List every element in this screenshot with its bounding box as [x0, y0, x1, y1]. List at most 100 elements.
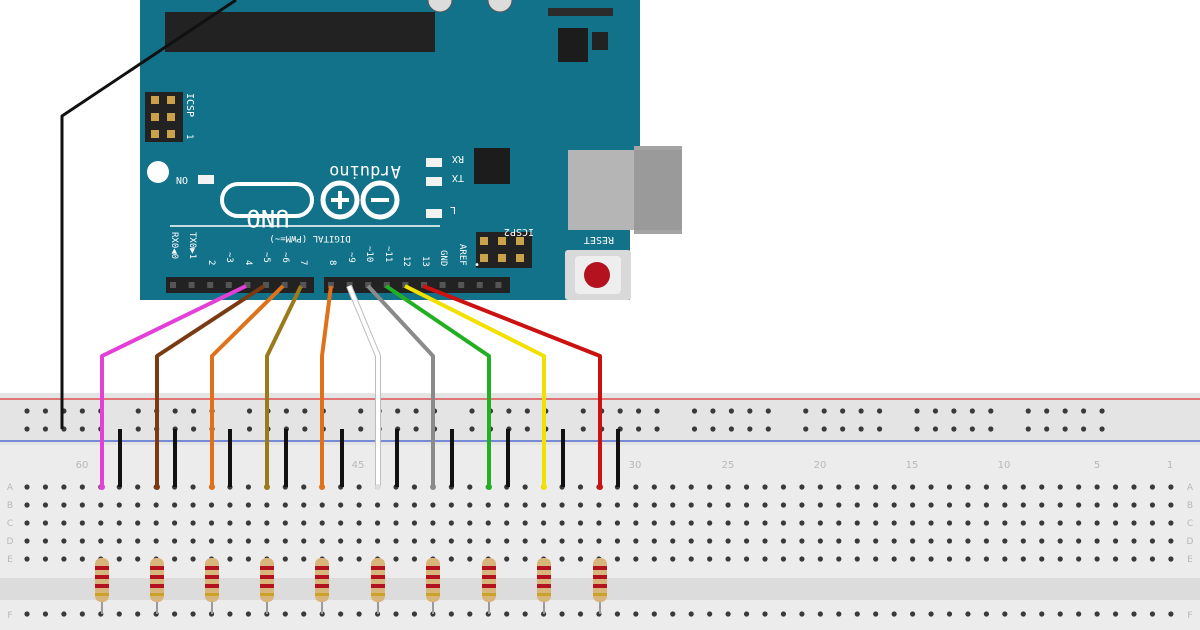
breadboard-hole — [670, 611, 676, 617]
breadboard-hole — [1020, 484, 1026, 490]
breadboard-hole — [873, 538, 879, 544]
breadboard-hole — [338, 502, 344, 508]
power-rail-hole — [358, 426, 364, 432]
breadboard-hole — [301, 502, 307, 508]
breadboard-hole — [98, 520, 104, 526]
breadboard-hole — [670, 520, 676, 526]
breadboard-hole — [504, 520, 510, 526]
breadboard-hole — [504, 502, 510, 508]
breadboard-hole — [1149, 502, 1156, 508]
breadboard-hole — [227, 538, 233, 544]
resistor-band — [315, 593, 329, 596]
status-leds: RX TX L — [426, 153, 464, 218]
breadboard-hole — [393, 520, 399, 526]
breadboard-hole — [411, 520, 418, 526]
breadboard-hole — [1094, 520, 1100, 526]
breadboard-hole — [780, 520, 787, 526]
column-number: 45 — [352, 460, 365, 471]
reset-button[interactable]: RESET — [565, 234, 631, 300]
breadboard-hole — [910, 520, 916, 526]
power-rail-hole — [42, 426, 49, 432]
breadboard-hole — [614, 538, 621, 544]
power-rail-hole — [932, 408, 939, 414]
wire-end — [264, 484, 270, 490]
breadboard-hole — [577, 556, 584, 562]
breadboard-hole — [559, 611, 565, 617]
breadboard-hole — [522, 520, 528, 526]
signal-wire — [265, 285, 303, 487]
breadboard-hole — [670, 484, 676, 490]
breadboard-hole — [1112, 484, 1119, 490]
breadboard-hole — [338, 520, 344, 526]
signal-wire — [422, 284, 602, 487]
power-rail-hole — [803, 408, 809, 414]
power-rail-hole — [246, 408, 253, 414]
breadboard-hole — [965, 556, 971, 562]
breadboard-hole — [762, 502, 768, 508]
row-letter: E — [7, 555, 13, 565]
breadboard-hole — [1057, 556, 1063, 562]
resistor-band — [593, 584, 607, 588]
pin-label: TX0▶1 — [187, 232, 197, 259]
breadboard-hole — [541, 538, 547, 544]
breadboard-hole — [946, 520, 953, 526]
breadboard-hole — [836, 484, 842, 490]
resistor-band — [150, 584, 164, 588]
power-rail-hole — [413, 426, 419, 432]
breadboard-hole — [1149, 484, 1156, 490]
breadboard-hole — [245, 484, 251, 490]
breadboard-hole — [411, 556, 418, 562]
breadboard-hole — [928, 556, 934, 562]
header-pin — [225, 282, 232, 288]
breadboard-hole — [965, 611, 971, 617]
breadboard-hole — [485, 520, 491, 526]
resistor-band — [593, 566, 607, 570]
mounting-hole — [147, 161, 169, 183]
breadboard-hole — [79, 538, 85, 544]
breadboard-hole — [762, 484, 768, 490]
breadboard-hole — [707, 538, 713, 544]
breadboard-hole — [946, 502, 953, 508]
breadboard-hole — [430, 520, 436, 526]
breadboard-hole — [135, 502, 141, 508]
breadboard-hole — [762, 556, 768, 562]
column-number: 30 — [629, 460, 642, 471]
breadboard-hole — [116, 556, 122, 562]
breadboard-hole — [227, 520, 233, 526]
resistor-band — [426, 566, 440, 570]
breadboard-hole — [1149, 538, 1156, 544]
wire-end — [541, 484, 547, 490]
power-rail-hole — [914, 426, 920, 432]
brand-label: Arduino — [329, 161, 401, 181]
pin-label: 12 — [401, 256, 411, 267]
breadboard-hole — [208, 520, 215, 526]
breadboard-hole — [98, 502, 104, 508]
resistor-band — [537, 584, 551, 588]
breadboard-hole — [430, 538, 436, 544]
breadboard-hole — [577, 611, 584, 617]
breadboard-hole — [577, 484, 584, 490]
header-pin — [439, 282, 446, 288]
chip-slot — [165, 12, 435, 52]
power-rail-hole — [1044, 408, 1050, 414]
power-rail-hole — [191, 408, 197, 414]
pin-label: ~6 — [280, 252, 290, 263]
breadboard-hole — [190, 520, 196, 526]
breadboard-hole — [596, 520, 602, 526]
breadboard-hole — [1094, 611, 1100, 617]
header-pin — [170, 282, 176, 288]
breadboard-hole — [651, 556, 657, 562]
power-rail-hole — [524, 408, 530, 414]
breadboard-hole — [651, 538, 657, 544]
column-number: 25 — [722, 460, 735, 471]
header-pin — [495, 282, 502, 288]
breadboard-hole — [799, 611, 805, 617]
breadboard-hole — [79, 520, 85, 526]
breadboard-hole — [1057, 520, 1063, 526]
breadboard-hole — [42, 611, 49, 617]
resistor-band — [150, 593, 164, 596]
breadboard-hole — [910, 484, 916, 490]
breadboard-hole — [1002, 538, 1008, 544]
breadboard-hole — [356, 538, 362, 544]
breadboard-hole — [743, 484, 750, 490]
